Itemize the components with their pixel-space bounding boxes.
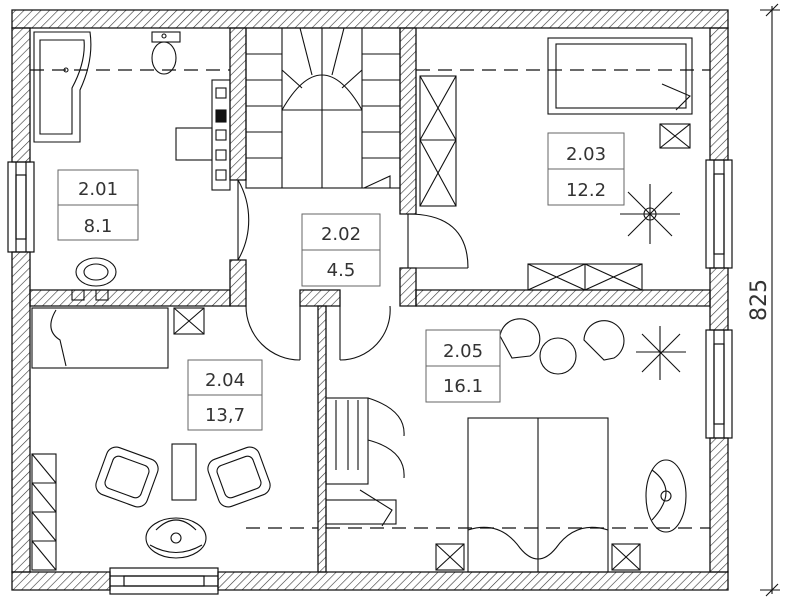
door-room204 xyxy=(245,305,301,361)
room-label-203: 2.03 12.2 xyxy=(547,132,625,206)
room-number: 2.01 xyxy=(78,179,118,200)
wall-hall-stub xyxy=(299,289,341,307)
plant-203 xyxy=(620,184,680,244)
walls xyxy=(11,9,729,591)
small-desk-205 xyxy=(325,489,397,527)
coffee-table xyxy=(171,443,197,501)
shelf-203 xyxy=(527,263,643,291)
window-left xyxy=(7,161,35,253)
doors xyxy=(237,179,469,361)
wardrobe-203 xyxy=(419,75,457,207)
plant-205-bottom xyxy=(645,459,687,533)
wall-mid-left xyxy=(29,289,231,307)
room-label-204: 2.04 13,7 xyxy=(187,359,263,431)
box-x-203 xyxy=(659,123,691,149)
window-right-lower xyxy=(705,329,733,439)
room-label-202: 2.02 4.5 xyxy=(301,213,381,287)
desk-204 xyxy=(31,307,169,369)
dimension-label: 825 xyxy=(747,279,772,321)
box-x-205-left xyxy=(435,543,465,571)
room-number: 2.05 xyxy=(443,341,483,362)
exterior-wall-bottom xyxy=(11,571,729,591)
room-number: 2.04 xyxy=(205,370,245,391)
room-number: 2.02 xyxy=(321,224,361,245)
plant-204 xyxy=(145,517,207,559)
room204-furniture xyxy=(31,307,271,571)
box-x-204 xyxy=(173,307,205,335)
door-room205 xyxy=(339,305,391,361)
room203-furniture xyxy=(419,37,693,291)
room-area: 13,7 xyxy=(205,405,245,426)
bathtub xyxy=(33,31,92,143)
chimney-block xyxy=(175,79,231,191)
round-table-set xyxy=(499,318,625,375)
exterior-wall-right xyxy=(709,27,729,573)
room-label-201: 2.01 8.1 xyxy=(57,169,139,241)
room-label-205: 2.05 16.1 xyxy=(425,329,501,403)
armchair-left xyxy=(95,446,159,508)
shelf-204 xyxy=(31,453,57,571)
exterior-wall-left xyxy=(11,27,31,573)
plant-205-top xyxy=(636,326,686,380)
wall-bath-stair-upper xyxy=(229,27,247,181)
room-area: 8.1 xyxy=(84,216,113,237)
room-area: 4.5 xyxy=(327,260,356,281)
bed-small xyxy=(547,37,693,115)
bathroom-fixtures xyxy=(33,31,231,301)
wall-mid-right xyxy=(415,289,711,307)
box-x-205-right xyxy=(611,543,641,571)
wall-room204-205 xyxy=(317,305,327,573)
room-area: 16.1 xyxy=(443,376,483,397)
dimension-line xyxy=(760,3,780,597)
armchair-right xyxy=(207,446,271,508)
door-room203 xyxy=(407,213,469,269)
exterior-wall-top xyxy=(11,9,729,29)
window-bottom xyxy=(109,567,219,595)
room205-furniture xyxy=(325,318,687,573)
toilet xyxy=(151,31,181,75)
washbasin xyxy=(71,257,117,301)
wall-bath-stair-lower xyxy=(229,259,247,307)
windows xyxy=(7,159,733,595)
room-area: 12.2 xyxy=(566,180,606,201)
wardrobe-205 xyxy=(325,397,405,485)
window-right-upper xyxy=(705,159,733,269)
wall-stair-room203 xyxy=(399,27,417,215)
roof-lines xyxy=(30,69,710,529)
double-bed xyxy=(467,417,609,573)
wall-hall-right xyxy=(399,267,417,307)
room-number: 2.03 xyxy=(566,144,606,165)
door-bathroom xyxy=(237,179,250,261)
staircase xyxy=(245,27,401,189)
